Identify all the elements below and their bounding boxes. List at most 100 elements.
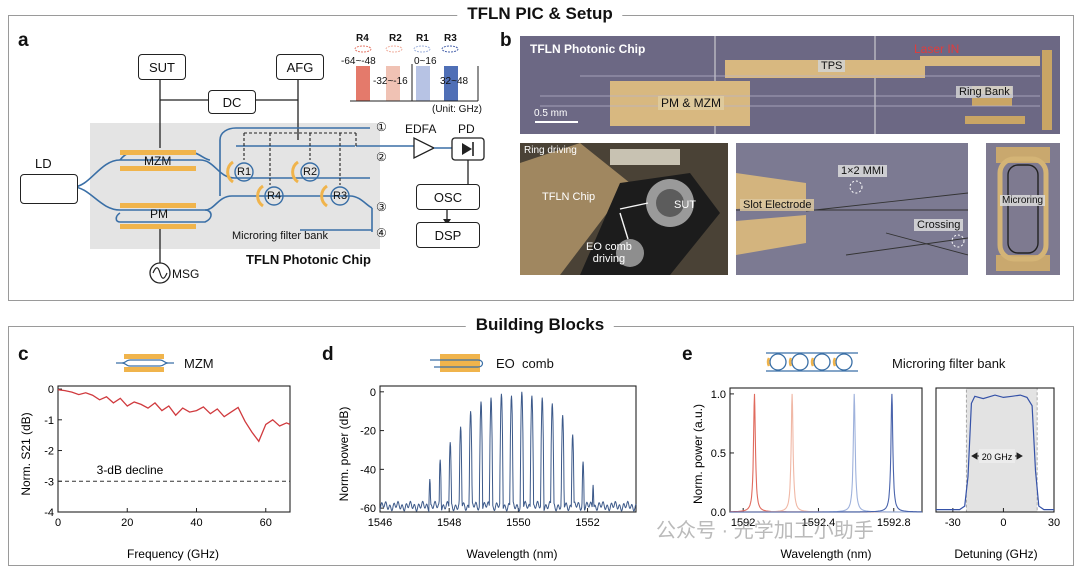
panel-a-label: a — [18, 30, 29, 51]
pm-mzm-label: PM & MZM — [658, 96, 724, 110]
filter-bank-legend-icon — [766, 352, 858, 372]
sut-photo-label: SUT — [674, 199, 696, 211]
chart-d-ytick-label: -60 — [360, 503, 376, 515]
setup-photo-drawing — [520, 143, 728, 275]
slot-electrode-label: Slot Electrode — [740, 199, 815, 211]
inset-range-r4: -64~-48 — [341, 56, 376, 67]
edfa-label: EDFA — [405, 122, 437, 136]
bottom-section-title: Building Blocks — [465, 315, 615, 335]
msg-label: MSG — [172, 267, 200, 281]
pm-electrode-bottom — [120, 224, 196, 229]
pd-label: PD — [458, 122, 475, 136]
chart-e2-xtick-label: 0 — [1000, 517, 1006, 529]
chart-e1-ytick-label: 0.5 — [711, 448, 726, 460]
rings — [234, 162, 350, 206]
tfln-chip-label: TFLN Chip — [542, 191, 596, 203]
chart-c-ytick-label: 0 — [48, 384, 54, 396]
mzm-legend-icon — [116, 354, 174, 372]
chart-c-xtick-label: 20 — [121, 517, 133, 529]
chart-c-ytick-label: -4 — [44, 507, 54, 519]
inset-ring-glyphs — [354, 45, 459, 53]
sut-box: SUT — [138, 54, 186, 80]
dc-box: DC — [208, 90, 256, 114]
chip-title-label: TFLN Photonic Chip — [246, 252, 371, 267]
afg-box: AFG — [276, 54, 324, 80]
inset-range-r3: 32~48 — [440, 76, 469, 87]
chart-e2-xtick-label: 30 — [1048, 517, 1060, 529]
chart-e2-series-line — [936, 394, 1054, 511]
ld-box: LD — [20, 174, 78, 204]
chart-e2-xlabel: Detuning (GHz) — [954, 547, 1037, 561]
inset-range-r2: -32~-16 — [373, 76, 408, 87]
inset-unit: (Unit: GHz) — [432, 104, 482, 115]
mzm-electrode-top — [120, 150, 196, 155]
chart-c-xtick-label: 40 — [190, 517, 202, 529]
osc-box: OSC — [416, 184, 480, 210]
port-2: ② — [376, 150, 387, 164]
inset-bar-r2 — [386, 66, 400, 101]
chart-d-ytick-label: -20 — [360, 426, 376, 438]
eo-comb-legend-label: EO comb — [496, 356, 554, 371]
chart-e1-ytick-label: 1.0 — [711, 389, 726, 401]
chart-d-xlabel: Wavelength (nm) — [467, 547, 558, 561]
chart-d-ytick-label: -40 — [360, 464, 376, 476]
chart-d-ylabel: Norm. power (dB) — [337, 407, 351, 502]
mzm-label: MZM — [144, 154, 172, 168]
chart-e1-ytick-label: 0.0 — [711, 507, 726, 519]
ring-label-r4: R4 — [267, 190, 282, 202]
inset-header-r2: R2 — [389, 33, 402, 44]
chart-d-xtick-label: 1550 — [506, 517, 530, 529]
chart-e2-plot-frame — [935, 387, 1055, 513]
chart-e1-ylabel: Norm. power (a.u.) — [691, 404, 705, 504]
pm-electrode-top — [120, 203, 196, 208]
crossing-label: Crossing — [914, 219, 964, 231]
chart-c-plot-frame — [57, 385, 291, 513]
chart-c-ylabel: Norm. S21 (dB) — [20, 412, 33, 495]
top-section-title: TFLN PIC & Setup — [457, 4, 623, 24]
panel-a-diagram — [30, 80, 485, 284]
chart-e1-series-line-4 — [730, 393, 922, 513]
ring-bias-lines — [243, 132, 357, 185]
waveguides — [72, 127, 420, 232]
port-4: ④ — [376, 226, 387, 240]
chart-d-ytick-label: 0 — [370, 387, 376, 399]
chart-e1-xtick-label: 1592 — [731, 517, 755, 529]
chip-photo-title: TFLN Photonic Chip — [530, 42, 646, 56]
mzm-legend-label: MZM — [184, 356, 214, 371]
chart-e1-xtick-label: 1592.8 — [877, 517, 911, 529]
chart-e2-annotation: 20 GHz — [982, 452, 1013, 462]
setup-photo: Ring driving TFLN Chip SUT EO comb drivi… — [520, 143, 728, 275]
inset-header-r4: R4 — [356, 33, 369, 44]
eo-comb-driving-label: EO comb driving — [586, 241, 632, 265]
chip-photo: TFLN Photonic Chip Laser IN TPS PM & MZM… — [520, 36, 1060, 134]
inset-bar-r4 — [356, 66, 370, 101]
chart-d-series-line — [379, 391, 637, 513]
mzm-electrode-bottom — [120, 166, 196, 171]
edfa-triangle — [413, 136, 436, 160]
ring-electrodes — [226, 160, 328, 208]
inset-bar-r3 — [444, 66, 458, 101]
panel-d-label: d — [322, 344, 334, 365]
filter-bank-legend-label: Microring filter bank — [892, 356, 1006, 371]
chart-e1-xlabel: Wavelength (nm) — [781, 547, 872, 561]
chart-c-xlabel: Frequency (GHz) — [127, 547, 219, 561]
inset-bars — [350, 45, 479, 102]
chart-c-series-line — [57, 389, 291, 443]
microring-photo-drawing — [996, 147, 1050, 271]
chart-d: 1546 1548 1550 1552 0 -20 -40 -60 Wavelength (n… — [337, 385, 637, 561]
chart-c-xtick-label: 0 — [55, 517, 61, 529]
dsp-box: DSP — [416, 222, 480, 248]
port-3: ③ — [376, 200, 387, 214]
mmi-label: 1×2 MMI — [838, 165, 888, 177]
control-wires — [159, 80, 299, 268]
chart-c-xtick-label: 60 — [260, 517, 272, 529]
chart-d-xtick-label: 1552 — [575, 517, 599, 529]
chart-d-xtick-label: 1546 — [368, 517, 392, 529]
mmi-photo: Slot Electrode 1×2 MMI Crossing — [736, 143, 968, 275]
inset-bar-r1 — [416, 66, 430, 101]
ring-label-r2: R2 — [303, 166, 318, 178]
chart-d-xtick-label: 1548 — [437, 517, 461, 529]
